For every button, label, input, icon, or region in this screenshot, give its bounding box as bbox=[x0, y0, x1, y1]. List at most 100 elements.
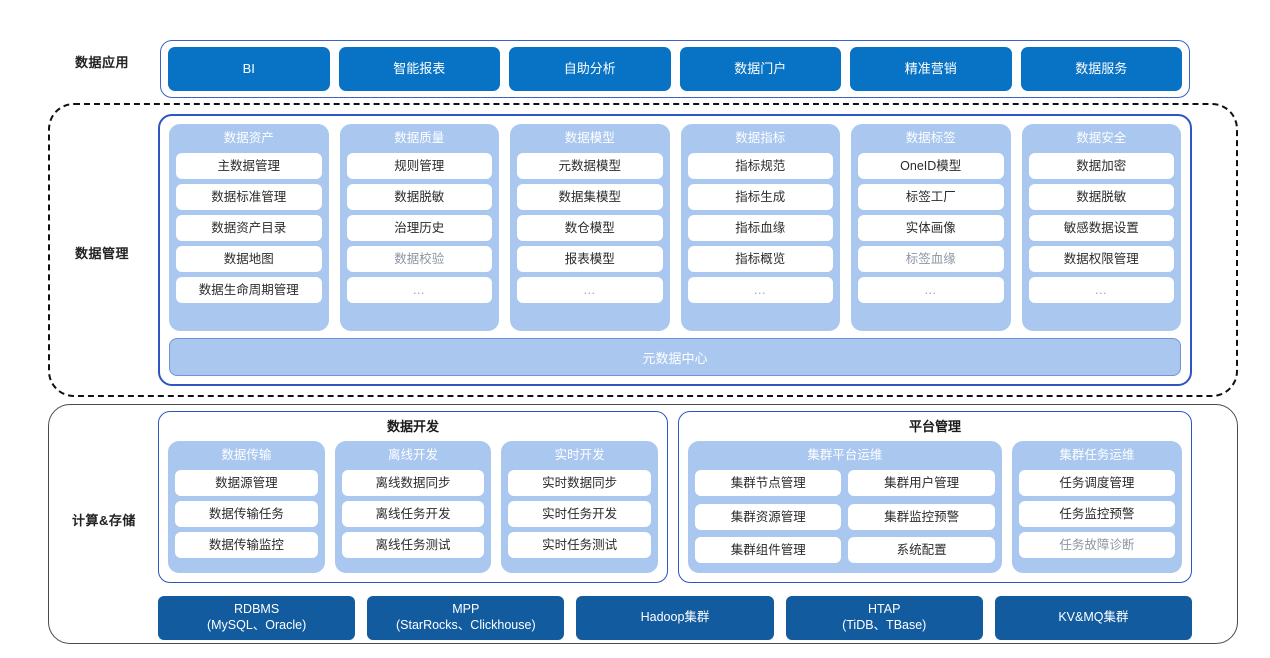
app-item-data-portal[interactable]: 数据门户 bbox=[679, 47, 841, 91]
group-data-quality: 数据质量 规则管理 数据脱敏 治理历史 数据校验 … bbox=[339, 124, 499, 331]
app-item-precision-mkt[interactable]: 精准营销 bbox=[850, 47, 1012, 91]
group-offline-dev: 离线开发 离线数据同步 离线任务开发 离线任务测试 bbox=[334, 441, 492, 573]
tile-metadata-model[interactable]: 元数据模型 bbox=[517, 153, 663, 179]
group-title: 数据资产 bbox=[223, 131, 274, 145]
group-title: 数据指标 bbox=[735, 131, 786, 145]
tile-master-data-mgmt[interactable]: 主数据管理 bbox=[176, 153, 322, 179]
panel-title: 数据开发 bbox=[386, 419, 439, 434]
tile-data-standard-mgmt[interactable]: 数据标准管理 bbox=[176, 184, 322, 210]
group-cluster-task-ops: 集群任务运维 任务调度管理 任务监控预警 任务故障诊断 bbox=[1011, 441, 1182, 573]
tile-tag-lineage[interactable]: 标签血缘 bbox=[858, 246, 1004, 272]
app-item-data-service[interactable]: 数据服务 bbox=[1020, 47, 1182, 91]
tile-task-fault-diagnosis[interactable]: 任务故障诊断 bbox=[1018, 532, 1175, 558]
metadata-center-bar[interactable]: 元数据中心 bbox=[169, 338, 1181, 376]
tile-sensitive-setting[interactable]: 敏感数据设置 bbox=[1028, 215, 1174, 241]
group-data-tag: 数据标签 OneID模型 标签工厂 实体画像 标签血缘 … bbox=[851, 124, 1011, 331]
tile-cluster-monitor-alert[interactable]: 集群监控预警 bbox=[848, 503, 995, 530]
tile-data-asset-catalog[interactable]: 数据资产目录 bbox=[176, 215, 322, 241]
tile-realtime-task-test[interactable]: 实时任务测试 bbox=[508, 532, 652, 558]
app-item-self-analysis[interactable]: 自助分析 bbox=[509, 47, 671, 91]
tile-realtime-task-dev[interactable]: 实时任务开发 bbox=[508, 501, 652, 527]
tile-realtime-data-sync[interactable]: 实时数据同步 bbox=[508, 470, 652, 496]
group-data-metric: 数据指标 指标规范 指标生成 指标血缘 指标概览 … bbox=[680, 124, 840, 331]
tile-transfer-monitor[interactable]: 数据传输监控 bbox=[175, 532, 318, 558]
tile-transfer-task[interactable]: 数据传输任务 bbox=[175, 501, 318, 527]
tile-data-encryption[interactable]: 数据加密 bbox=[1028, 153, 1174, 179]
row-label-compute-storage: 计算&存储 bbox=[72, 513, 136, 528]
tile-data-validation[interactable]: 数据校验 bbox=[346, 246, 492, 272]
tile-datasource-mgmt[interactable]: 数据源管理 bbox=[175, 470, 318, 496]
group-title: 离线开发 bbox=[388, 448, 439, 462]
storage-item-kv-mq[interactable]: KV&MQ集群 bbox=[994, 596, 1193, 640]
storage-label-secondary: (MySQL、Oracle) bbox=[206, 618, 307, 632]
storage-item-hadoop[interactable]: Hadoop集群 bbox=[576, 596, 774, 640]
tile-governance-history[interactable]: 治理历史 bbox=[346, 215, 492, 241]
tile-cluster-node-mgmt[interactable]: 集群节点管理 bbox=[695, 470, 842, 496]
tile-entity-profile[interactable]: 实体画像 bbox=[858, 215, 1004, 241]
management-dashed-border bbox=[48, 103, 1238, 397]
storage-label-primary: MPP bbox=[452, 602, 480, 617]
tile-cluster-resource-mgmt[interactable]: 集群资源管理 bbox=[695, 503, 842, 530]
tile-dataset-model[interactable]: 数据集模型 bbox=[517, 184, 663, 210]
tile-metric-lineage[interactable]: 指标血缘 bbox=[687, 215, 833, 241]
storage-item-rdbms[interactable]: RDBMS (MySQL、Oracle) bbox=[158, 596, 356, 640]
group-cluster-platform-ops: 集群平台运维 集群节点管理 集群用户管理 集群资源管理 集群监控预警 集群组件管… bbox=[688, 441, 1002, 573]
tile-more[interactable]: … bbox=[687, 277, 833, 303]
panel-title: 平台管理 bbox=[908, 419, 961, 434]
tile-system-config[interactable]: 系统配置 bbox=[848, 537, 995, 564]
storage-label-secondary: (StarRocks、Clickhouse) bbox=[395, 618, 536, 632]
storage-label-primary: RDBMS bbox=[234, 602, 280, 617]
group-title: 数据模型 bbox=[564, 131, 615, 145]
group-tiles: 集群节点管理 集群用户管理 集群资源管理 集群监控预警 集群组件管理 系统配置 bbox=[695, 470, 995, 566]
tile-rule-mgmt[interactable]: 规则管理 bbox=[346, 153, 492, 179]
tile-cluster-user-mgmt[interactable]: 集群用户管理 bbox=[848, 470, 995, 496]
tile-more[interactable]: … bbox=[1028, 277, 1174, 303]
tile-data-map[interactable]: 数据地图 bbox=[176, 246, 322, 272]
group-data-security: 数据安全 数据加密 数据脱敏 敏感数据设置 数据权限管理 … bbox=[1021, 124, 1181, 331]
tile-metric-standard[interactable]: 指标规范 bbox=[687, 153, 833, 179]
compute-panels: 数据开发 数据传输 数据源管理 数据传输任务 数据传输监控 离线开发 离线数据同… bbox=[158, 411, 1192, 583]
tile-offline-data-sync[interactable]: 离线数据同步 bbox=[341, 470, 485, 496]
tile-more[interactable]: … bbox=[858, 277, 1004, 303]
panel-data-development: 数据开发 数据传输 数据源管理 数据传输任务 数据传输监控 离线开发 离线数据同… bbox=[158, 411, 668, 583]
row-label-application: 数据应用 bbox=[75, 55, 130, 70]
group-title: 数据标签 bbox=[905, 131, 956, 145]
tile-data-lifecycle[interactable]: 数据生命周期管理 bbox=[176, 277, 322, 303]
tile-tag-factory[interactable]: 标签工厂 bbox=[858, 184, 1004, 210]
storage-label-primary: KV&MQ集群 bbox=[1058, 610, 1129, 625]
panel-body: 集群平台运维 集群节点管理 集群用户管理 集群资源管理 集群监控预警 集群组件管… bbox=[688, 441, 1182, 573]
tile-report-model[interactable]: 报表模型 bbox=[517, 246, 663, 272]
tile-task-monitor-alert[interactable]: 任务监控预警 bbox=[1018, 501, 1175, 527]
storage-item-htap[interactable]: HTAP (TiDB、TBase) bbox=[785, 596, 983, 640]
tile-more[interactable]: … bbox=[346, 277, 492, 303]
tile-offline-task-dev[interactable]: 离线任务开发 bbox=[341, 501, 485, 527]
app-item-bi[interactable]: BI bbox=[168, 47, 330, 91]
compute-storage-border bbox=[48, 404, 1238, 644]
tile-more[interactable]: … bbox=[517, 277, 663, 303]
group-title: 数据传输 bbox=[221, 448, 272, 462]
app-item-smart-report[interactable]: 智能报表 bbox=[338, 47, 500, 91]
tile-data-masking[interactable]: 数据脱敏 bbox=[1028, 184, 1174, 210]
tile-data-permission[interactable]: 数据权限管理 bbox=[1028, 246, 1174, 272]
group-realtime-dev: 实时开发 实时数据同步 实时任务开发 实时任务测试 bbox=[501, 441, 659, 573]
tile-data-masking[interactable]: 数据脱敏 bbox=[346, 184, 492, 210]
tile-metric-generate[interactable]: 指标生成 bbox=[687, 184, 833, 210]
row-label-management: 数据管理 bbox=[75, 246, 130, 261]
management-panel: 数据资产 主数据管理 数据标准管理 数据资产目录 数据地图 数据生命周期管理 数… bbox=[158, 114, 1192, 386]
tile-task-schedule-mgmt[interactable]: 任务调度管理 bbox=[1018, 470, 1175, 496]
storage-row: RDBMS (MySQL、Oracle) MPP (StarRocks、Clic… bbox=[158, 596, 1193, 640]
group-title: 数据安全 bbox=[1076, 131, 1127, 145]
group-title: 数据质量 bbox=[394, 131, 445, 145]
tile-warehouse-model[interactable]: 数仓模型 bbox=[517, 215, 663, 241]
panel-body: 数据传输 数据源管理 数据传输任务 数据传输监控 离线开发 离线数据同步 离线任… bbox=[168, 441, 659, 573]
storage-label-primary: Hadoop集群 bbox=[640, 610, 710, 625]
tile-oneid-model[interactable]: OneID模型 bbox=[858, 153, 1004, 179]
storage-label-secondary: (TiDB、TBase) bbox=[842, 618, 927, 632]
application-row: BI 智能报表 自助分析 数据门户 精准营销 数据服务 bbox=[160, 40, 1190, 98]
tile-metric-overview[interactable]: 指标概览 bbox=[687, 246, 833, 272]
tile-offline-task-test[interactable]: 离线任务测试 bbox=[341, 532, 485, 558]
group-title: 实时开发 bbox=[554, 448, 605, 462]
group-data-model: 数据模型 元数据模型 数据集模型 数仓模型 报表模型 … bbox=[510, 124, 670, 331]
tile-cluster-component-mgmt[interactable]: 集群组件管理 bbox=[695, 537, 842, 564]
storage-item-mpp[interactable]: MPP (StarRocks、Clickhouse) bbox=[367, 596, 565, 640]
